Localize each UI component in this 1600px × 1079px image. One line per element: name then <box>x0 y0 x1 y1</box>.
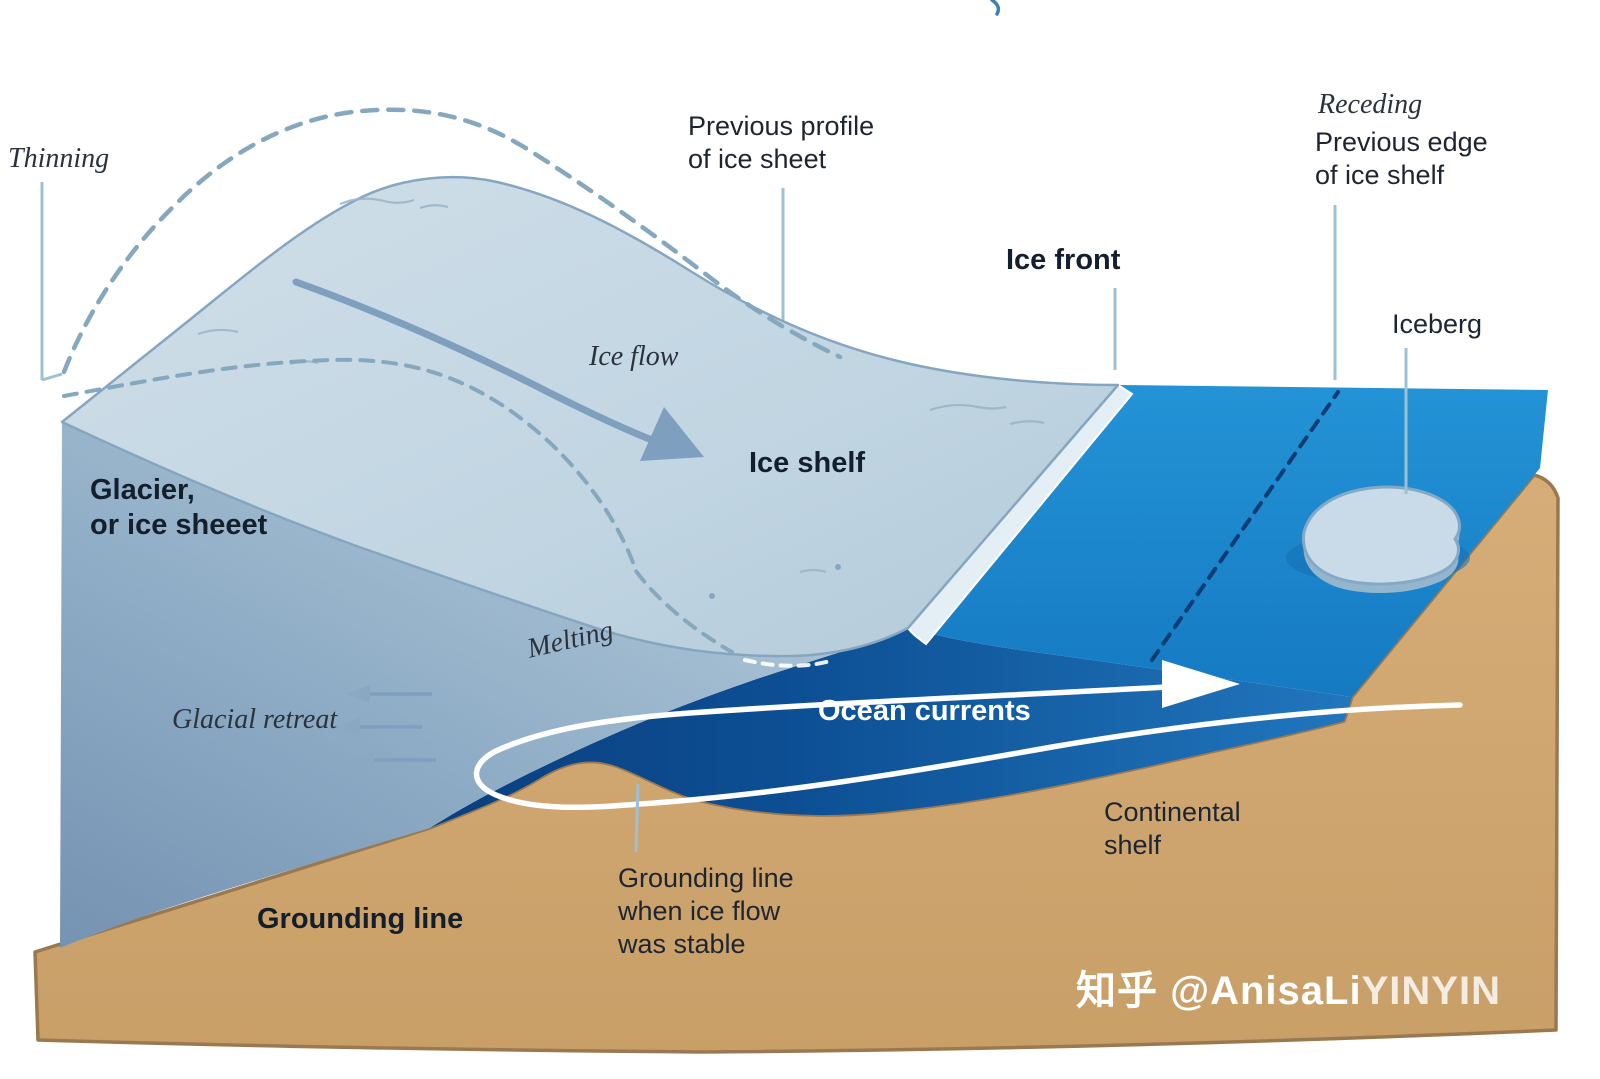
ice-flow-arrow <box>292 278 704 461</box>
previous-surface-dashed-line <box>62 357 734 654</box>
label-grounding-line-stable: Grounding line when ice flow was stable <box>618 863 794 959</box>
glacier-top-surface <box>60 175 1120 658</box>
previous-ice-edge-dashed-line <box>1150 390 1340 662</box>
ice-flow-arrowhead <box>640 407 704 461</box>
ocean-cavity-water <box>430 628 1352 828</box>
label-glacial-retreat: Glacial retreat <box>172 704 338 735</box>
old-grounding-dashed-line <box>743 658 832 668</box>
label-receding: Receding <box>1318 89 1423 120</box>
watermark-main: 知乎 @AnisaLi <box>1076 969 1362 1013</box>
top-edge-mark <box>990 0 1001 16</box>
stable-grounding-leader-line <box>634 783 640 853</box>
glacier-front-face <box>60 422 908 948</box>
label-previous-profile: Previous profile of ice sheet <box>688 111 875 174</box>
ocean-current-arrowhead <box>1162 660 1240 708</box>
thinning-tick <box>41 372 63 382</box>
label-glacier: Glacier, or ice sheeet <box>90 474 268 542</box>
iceberg-body <box>1302 485 1461 586</box>
iceberg-shape <box>1286 485 1470 594</box>
glacial-retreat-arrows <box>336 685 436 769</box>
label-ice-front: Ice front <box>1006 244 1121 276</box>
ocean-current-path <box>473 684 1463 811</box>
label-thinning: Thinning <box>8 143 110 174</box>
watermark-suffix: YINYIN <box>1361 969 1501 1013</box>
label-ice-flow: Ice flow <box>589 341 679 372</box>
previous-profile-dashed-line <box>61 107 843 375</box>
label-ocean-currents: Ocean currents <box>818 695 1031 727</box>
label-grounding-line: Grounding line <box>257 903 464 935</box>
label-ice-shelf: Ice shelf <box>749 447 866 479</box>
ice-flow-arrow-shaft <box>292 278 656 444</box>
label-iceberg: Iceberg <box>1392 309 1483 339</box>
label-continental-shelf: Continental shelf <box>1104 797 1241 860</box>
leader-lines <box>40 182 1408 853</box>
label-previous-edge: Previous edge of ice shelf <box>1315 127 1488 190</box>
ocean-current-loop <box>473 660 1463 811</box>
watermark: 知乎 @AnisaLiYINYIN <box>1076 958 1501 1016</box>
